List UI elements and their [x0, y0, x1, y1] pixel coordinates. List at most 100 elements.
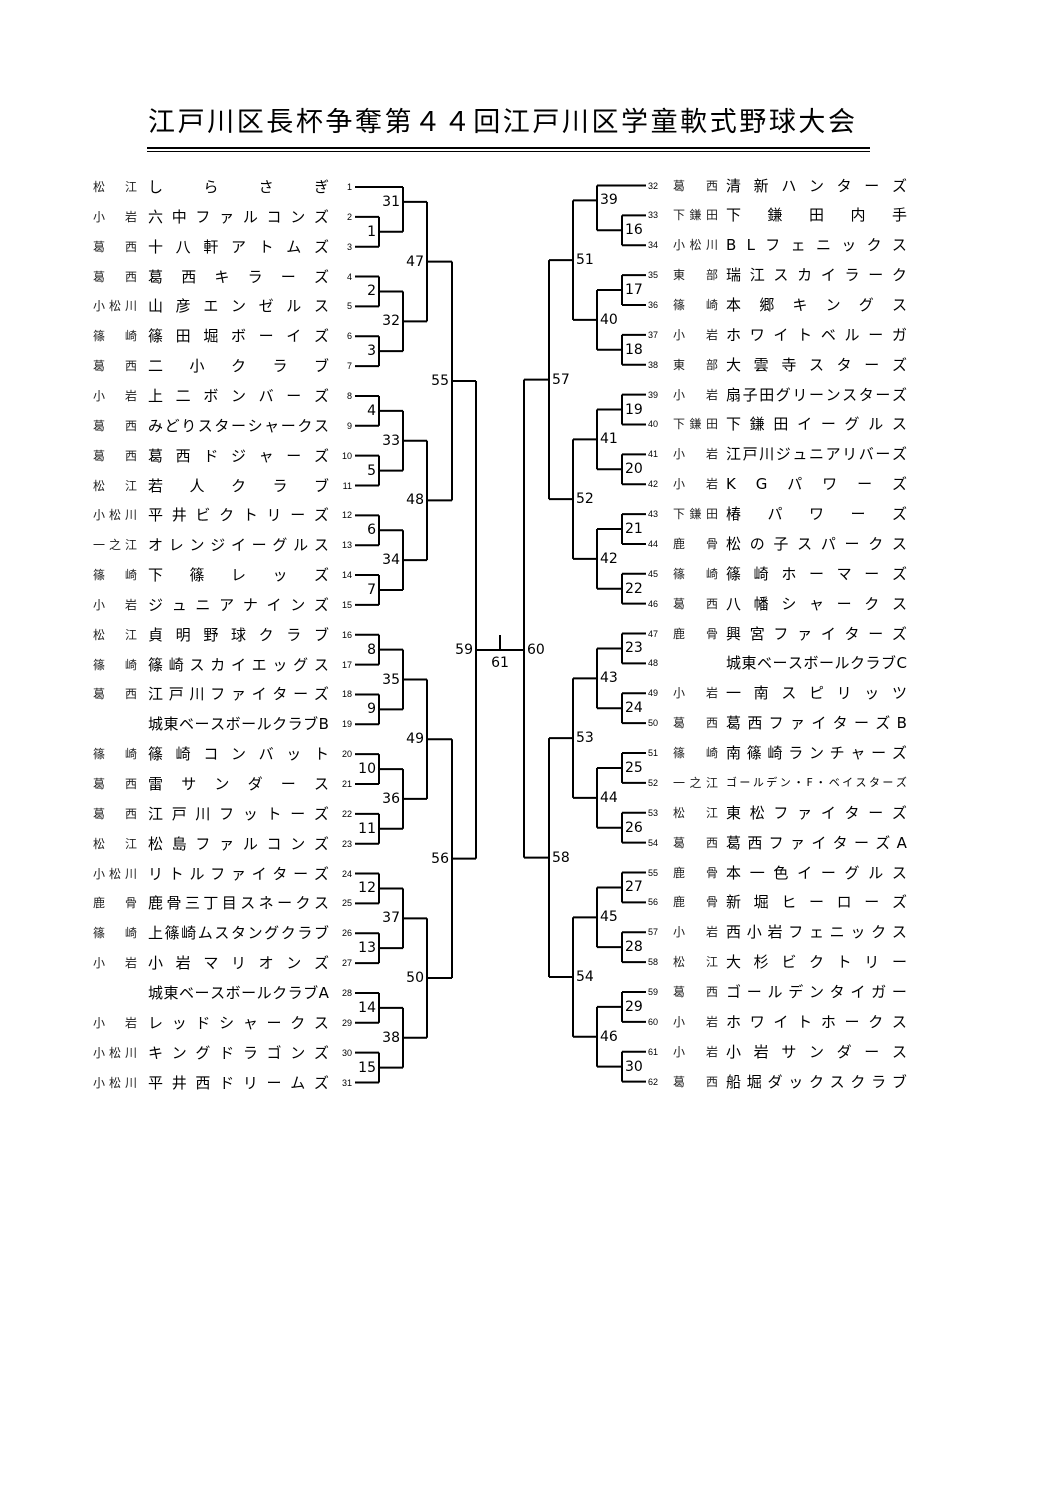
glyph: C [896, 654, 907, 673]
glyph: タ [832, 833, 848, 852]
glyph: 小 [673, 238, 686, 253]
glyph: 上 [148, 386, 164, 405]
glyph: 小 [93, 1075, 106, 1090]
team-name: 扇子田グリーンスターズ [726, 385, 907, 405]
glyph: 球 [230, 625, 246, 644]
glyph: 六 [148, 207, 164, 226]
match-number: 17 [625, 282, 643, 299]
glyph: ー [819, 654, 835, 673]
glyph: ズ [313, 506, 329, 525]
glyph: L [746, 236, 755, 255]
team-name: 大雲寺スターズ [726, 355, 907, 375]
glyph: イ [820, 266, 836, 285]
glyph: ッ [841, 236, 857, 255]
glyph: ー [772, 654, 788, 673]
glyph: ブ [303, 715, 319, 734]
glyph: レ [230, 566, 246, 585]
glyph: ク [297, 416, 313, 435]
glyph: 鹿 [673, 536, 686, 551]
glyph: バ [258, 745, 274, 764]
team-seed-number: 18 [341, 689, 352, 700]
glyph: 岩 [705, 477, 718, 492]
glyph: 葛 [148, 267, 164, 286]
glyph: 崎 [124, 747, 137, 762]
glyph: ス [842, 385, 858, 404]
team-seed-number: 12 [341, 510, 352, 521]
team-region: 葛西 [93, 774, 137, 794]
match-number: 1 [367, 223, 376, 240]
glyph: ク [866, 236, 882, 255]
glyph: 人 [189, 476, 205, 495]
glyph: ス [891, 863, 907, 882]
team-name: ゴールデンタイガー [726, 982, 907, 1002]
glyph: ズ [313, 446, 329, 465]
match-number: 7 [367, 581, 376, 598]
team-name: ゴールデン・F・ベイスターズ [726, 773, 907, 793]
glyph: 小 [673, 1044, 686, 1059]
glyph: ベ [828, 775, 840, 789]
match-number: 11 [358, 820, 376, 837]
glyph: 骨 [705, 865, 718, 880]
team-name: 船堀ダックスクラブ [726, 1072, 907, 1092]
team-region: 小岩 [673, 1012, 718, 1032]
glyph: ン [171, 1043, 187, 1062]
glyph: ン [230, 297, 246, 316]
match-number: 12 [358, 880, 376, 897]
glyph: 西 [705, 1074, 718, 1089]
team-region: 小岩 [93, 1013, 137, 1033]
glyph: 岩 [705, 686, 718, 701]
glyph: 江 [148, 804, 164, 823]
glyph: ス [313, 894, 329, 913]
team-name: 平井ビクトリーズ [148, 505, 329, 525]
glyph: 松 [726, 534, 742, 553]
team-region: 篠崎 [93, 565, 137, 585]
glyph: リ [792, 385, 808, 404]
glyph: の [749, 534, 765, 553]
glyph: ブ [881, 654, 897, 673]
match-number: 15 [358, 1059, 376, 1076]
glyph: 松 [108, 866, 121, 881]
glyph: ホ [820, 1012, 836, 1031]
match-number: 10 [358, 761, 376, 778]
glyph: ト [168, 864, 184, 883]
glyph: 小 [673, 925, 686, 940]
glyph: ズ [313, 386, 329, 405]
glyph: 崎 [124, 329, 137, 344]
glyph: ズ [313, 804, 329, 823]
title-double-rule-bottom [147, 150, 870, 153]
team-name: 篠崎スカイエッグス [148, 655, 329, 675]
glyph: タ [836, 176, 852, 195]
glyph: 崎 [124, 568, 137, 583]
glyph: タ [858, 385, 874, 404]
glyph: 松 [689, 238, 702, 253]
glyph: タ [272, 864, 288, 883]
glyph: 雲 [753, 355, 769, 374]
glyph: 崎 [175, 745, 191, 764]
team-seed-number: 58 [648, 957, 659, 968]
glyph: 西 [705, 984, 718, 999]
glyph: ボ [225, 983, 241, 1002]
match-number: 36 [382, 790, 400, 807]
glyph: 田 [175, 327, 191, 346]
glyph: マ [203, 954, 219, 973]
glyph: ァ [230, 864, 246, 883]
glyph: 小 [93, 866, 106, 881]
glyph: イ [842, 775, 854, 789]
glyph: 扇 [726, 385, 742, 404]
glyph: 平 [148, 1073, 164, 1092]
match-number: 4 [367, 402, 376, 419]
glyph: ァ [797, 624, 813, 643]
glyph: 篠 [746, 744, 762, 763]
glyph: 江 [124, 478, 137, 493]
glyph: ス [214, 924, 230, 943]
